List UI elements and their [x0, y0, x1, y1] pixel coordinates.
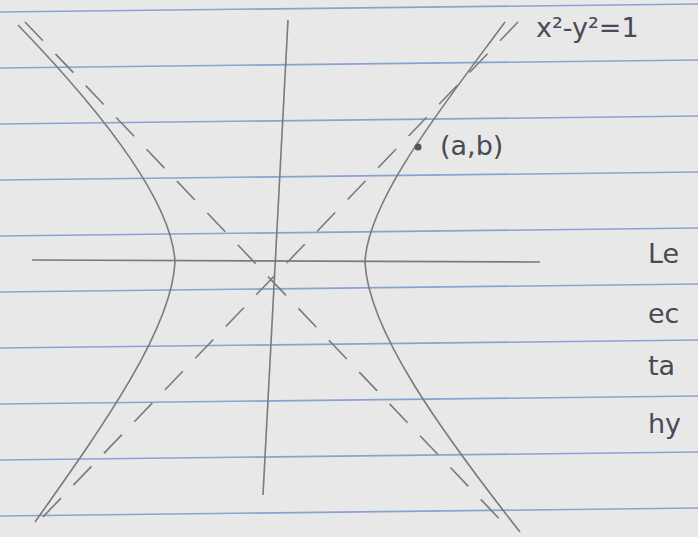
note-text: ta [648, 352, 675, 379]
point [415, 144, 422, 151]
ruled-lines [0, 4, 698, 516]
x-axis [32, 260, 540, 262]
note-text: ec [648, 300, 679, 327]
right-branch [365, 22, 520, 532]
left-branch [18, 25, 175, 522]
pencil-drawing [18, 20, 540, 532]
note-text: Le [648, 240, 679, 267]
y-axis [263, 20, 288, 495]
asymptote [25, 22, 510, 530]
point-label: (a,b) [440, 132, 503, 159]
asymptote [40, 22, 518, 520]
equation-label: x²-y²=1 [536, 14, 639, 41]
note-text: hy [648, 410, 681, 437]
